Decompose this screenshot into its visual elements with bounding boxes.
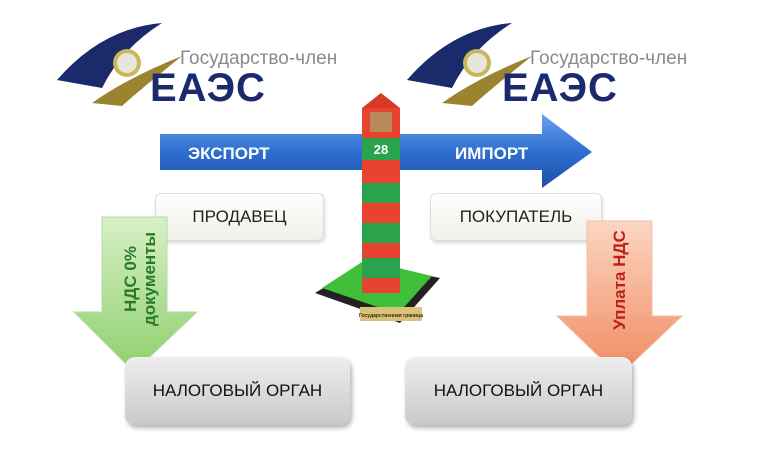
logo-left-subtitle: Государство-член bbox=[180, 48, 338, 69]
post-plaque-text: Государственная граница bbox=[359, 313, 423, 319]
post-number: 28 bbox=[374, 142, 388, 157]
vat-zero-line1: НДС 0% bbox=[121, 246, 140, 312]
logo-left-title: ЕАЭС bbox=[150, 66, 266, 110]
border-post-icon: 28 Государственная граница bbox=[315, 93, 440, 323]
buyer-box: ПОКУПАТЕЛЬ bbox=[430, 193, 602, 241]
logo-right-subtitle: Государство-член bbox=[530, 48, 688, 69]
tax-authority-right: НАЛОГОВЫЙ ОРГАН bbox=[405, 357, 632, 425]
post-plaque bbox=[360, 307, 422, 321]
export-label: ЭКСПОРТ bbox=[188, 144, 270, 163]
import-label: ИМПОРТ bbox=[455, 144, 529, 163]
vat-payment-label: Уплата НДС bbox=[610, 230, 629, 330]
eaeu-emblem-icon bbox=[57, 23, 182, 106]
vat-payment-arrow bbox=[555, 220, 684, 377]
seller-box: ПРОДАВЕЦ bbox=[155, 193, 324, 241]
logo-right-title: ЕАЭС bbox=[502, 66, 618, 110]
vat-zero-line2: документы bbox=[140, 231, 159, 327]
vat-zero-label: НДС 0%документы bbox=[121, 224, 159, 334]
vat-zero-arrow bbox=[72, 216, 199, 373]
eaeu-emblem-icon bbox=[407, 23, 532, 106]
tax-authority-left: НАЛОГОВЫЙ ОРГАН bbox=[125, 357, 350, 425]
